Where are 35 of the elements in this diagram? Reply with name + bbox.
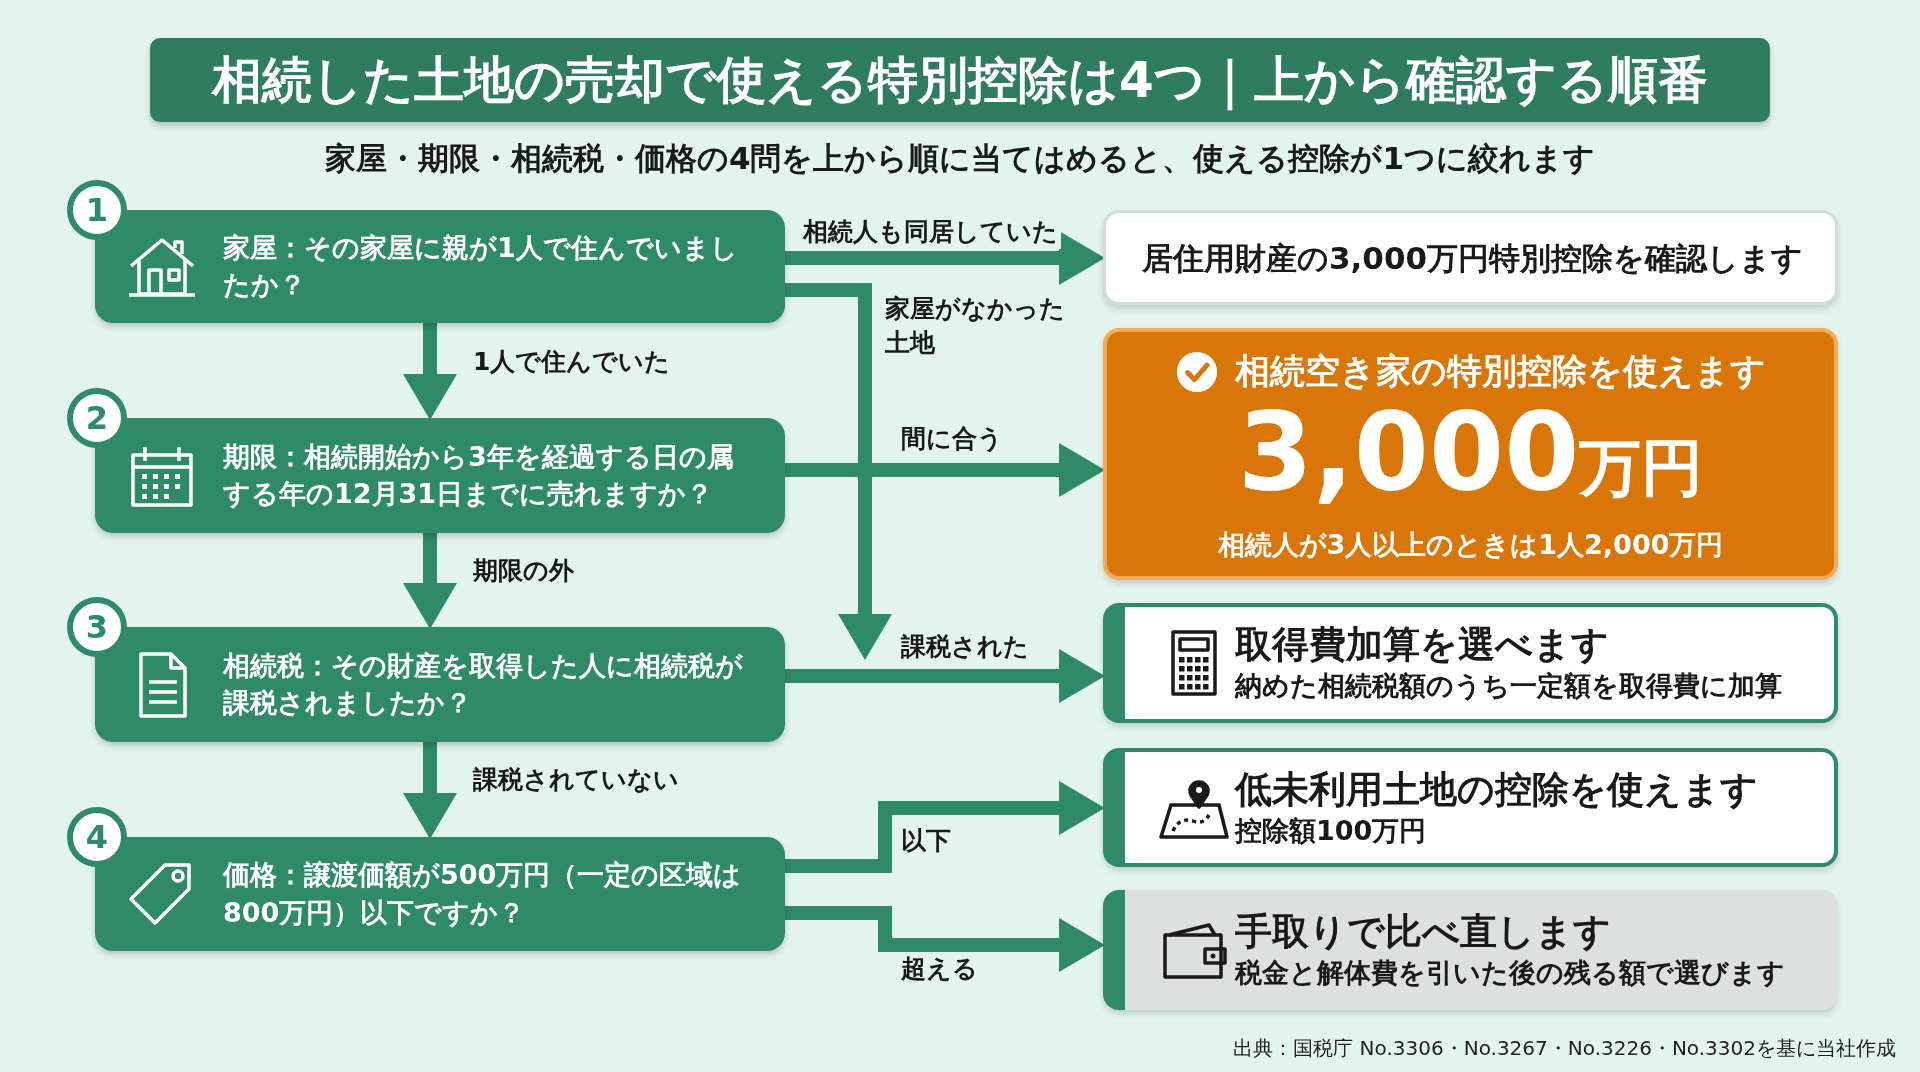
result-note: 納めた相続税額のうち一定額を取得費に加算 — [1235, 669, 1782, 704]
amount: 3,000万円 — [1236, 398, 1705, 506]
result-box — [1103, 328, 1838, 580]
arrow — [785, 649, 1105, 703]
title-banner: 相続した土地の売却で使える特別控除は4つ｜上から確認する順番 — [150, 38, 1770, 122]
result-heading: 相続空き家の特別控除を使えます — [1235, 350, 1766, 393]
arrow — [403, 533, 457, 629]
subtitle: 家屋・期限・相続税・価格の4問を上から順に当てはめると、使える控除が1つに絞れます — [323, 139, 1597, 178]
result-note: 控除額100万円 — [1235, 814, 1428, 849]
result-box — [1103, 890, 1838, 1010]
result-heading: 低未利用土地の控除を使えます — [1235, 766, 1758, 813]
question-text: 価格：譲渡価額が500万円（一定の区域は800万円）以下ですか？ — [223, 858, 743, 930]
step-number: 4 — [67, 807, 127, 867]
result-heading: 居住用財産の3,000万円特別控除を確認します — [1142, 238, 1804, 277]
result-note: 税金と解体費を引いた後の残る額で選びます — [1235, 956, 1785, 991]
arrow — [785, 781, 1105, 873]
result-box — [1103, 210, 1838, 305]
result-heading: 手取りで比べ直します — [1235, 909, 1612, 956]
result-box — [1103, 748, 1838, 867]
arrow — [403, 323, 457, 420]
arrow — [785, 443, 1105, 497]
step-number: 3 — [67, 597, 127, 657]
question-text: 相続税：その財産を取得した人に相続税が課税されましたか？ — [223, 648, 744, 721]
step-number: 2 — [67, 388, 127, 448]
source-note: 出典：国税庁 No.3306・No.3267・No.3226・No.3302を基に当社作成 — [1233, 1035, 1896, 1062]
question-text: 家屋：その家屋に親が1人で住んでいましたか？ — [223, 230, 739, 303]
arrow — [785, 906, 1105, 972]
arrow — [785, 283, 892, 660]
arrow — [785, 231, 1105, 285]
result-box — [1103, 603, 1838, 723]
arrow — [403, 742, 457, 839]
result-note: 相続人が3人以上のときは1人2,000万円 — [1216, 528, 1725, 562]
question-text: 期限：相続開始から3年を経過する日の属する年の12月31日までに売れますか？ — [223, 439, 735, 512]
result-heading: 取得費加算を選べます — [1235, 622, 1610, 669]
step-number: 1 — [67, 180, 127, 240]
